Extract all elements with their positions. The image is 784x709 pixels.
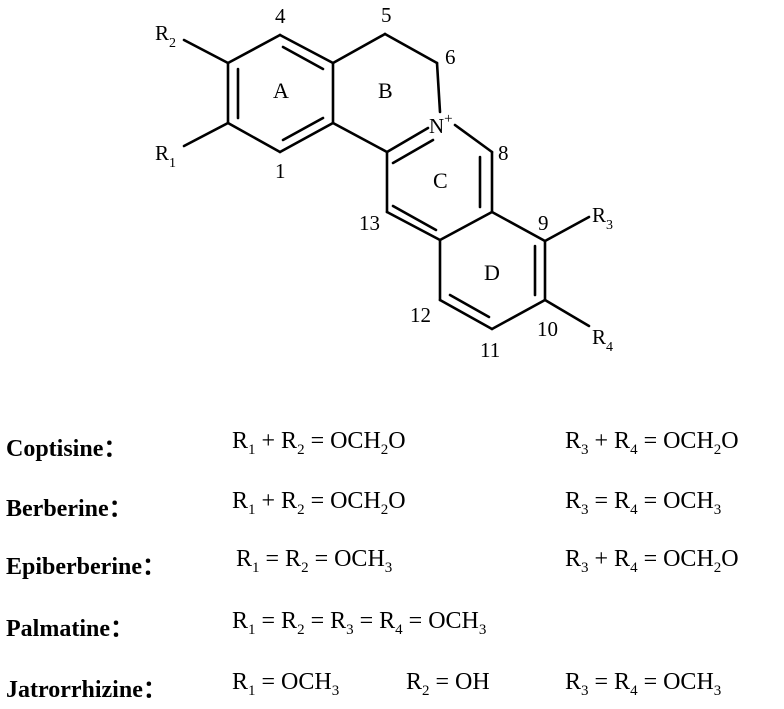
position-4: 4 xyxy=(275,4,286,28)
position-11: 11 xyxy=(480,338,500,362)
compound-name: Palmatine： xyxy=(6,616,134,642)
position-1: 1 xyxy=(275,159,286,183)
ring-a-bonds xyxy=(226,33,335,154)
r2-formula: R2 = OH xyxy=(406,669,490,699)
r1-r4-formula: R1 = R2 = R3 = R4 = OCH3 xyxy=(232,608,487,638)
ring-b-bonds xyxy=(331,32,442,154)
position-5: 5 xyxy=(381,3,392,27)
r3-r4-formula: R3 = R4 = OCH3 xyxy=(565,669,722,699)
ring-a-label: A xyxy=(273,78,289,103)
r4-label: R4 xyxy=(592,325,613,355)
compound-name: Epiberberine： xyxy=(6,554,166,580)
r1-bond xyxy=(182,121,230,148)
position-9: 9 xyxy=(538,211,549,235)
ring-d-label: D xyxy=(484,260,500,285)
ring-b-label: B xyxy=(378,78,393,103)
r1-formula: R1 = OCH3 xyxy=(232,669,340,699)
position-8: 8 xyxy=(498,141,509,165)
r2-label: R2 xyxy=(155,21,176,51)
r1-label: R1 xyxy=(155,141,176,171)
r1-r2-formula: R1 + R2 = OCH2O xyxy=(232,428,406,458)
compound-row-coptisine: Coptisine： R1 + R2 = OCH2O R3 + R4 = OCH… xyxy=(0,428,784,468)
chemical-structure: R2 R1 R3 R4 N+ 4 5 6 8 1 9 13 12 10 11 A… xyxy=(155,3,613,362)
position-13: 13 xyxy=(359,211,380,235)
r2-bond xyxy=(182,38,230,65)
r3-label: R3 xyxy=(592,203,613,233)
compound-name: Jatrorrhizine： xyxy=(6,677,167,703)
ring-c-bonds xyxy=(385,123,494,242)
compound-row-berberine: Berberine： R1 + R2 = OCH2O R3 = R4 = OCH… xyxy=(0,488,784,528)
compound-row-palmatine: Palmatine： R1 = R2 = R3 = R4 = OCH3 xyxy=(0,608,784,648)
nitrogen-atom: N+ xyxy=(429,111,453,138)
position-6: 6 xyxy=(445,45,456,69)
r3-r4-formula: R3 + R4 = OCH2O xyxy=(565,546,739,576)
r3-bond xyxy=(543,215,591,243)
r3-r4-formula: R3 = R4 = OCH3 xyxy=(565,488,722,518)
r1-r2-formula: R1 = R2 = OCH3 xyxy=(236,546,393,576)
compound-row-jatrorrhizine: Jatrorrhizine： R1 = OCH3 R2 = OH R3 = R4… xyxy=(0,669,784,709)
r3-r4-formula: R3 + R4 = OCH2O xyxy=(565,428,739,458)
r4-bond xyxy=(543,298,591,328)
position-12: 12 xyxy=(410,303,431,327)
compound-row-epiberberine: Epiberberine： R1 = R2 = OCH3 R3 + R4 = O… xyxy=(0,546,784,586)
compound-name: Berberine： xyxy=(6,496,133,522)
r1-r2-formula: R1 + R2 = OCH2O xyxy=(232,488,406,518)
ring-d-bonds xyxy=(438,210,547,331)
ring-c-label: C xyxy=(433,168,448,193)
compound-name: Coptisine： xyxy=(6,436,128,462)
position-10: 10 xyxy=(537,317,558,341)
